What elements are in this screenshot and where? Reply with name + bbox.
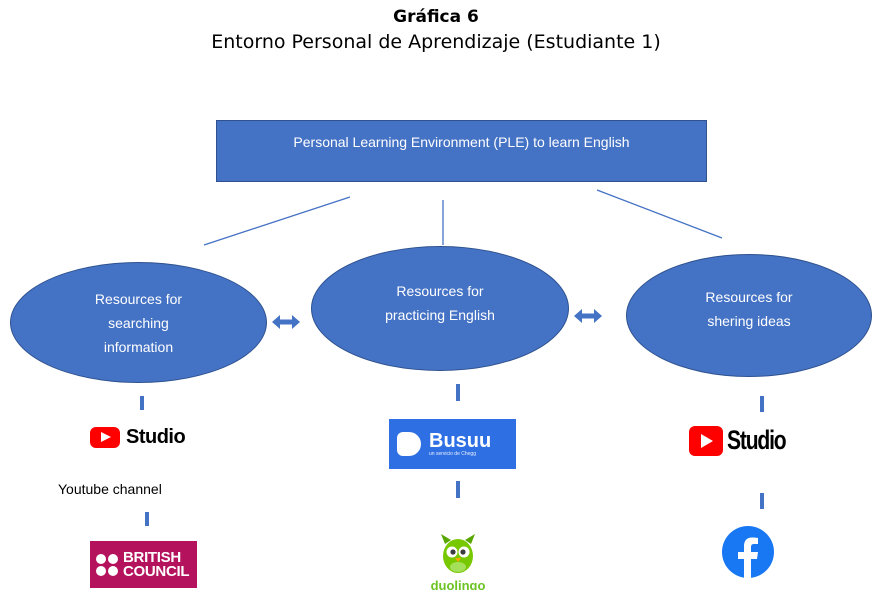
node-label-line: searching (108, 315, 169, 331)
node-searching-information: Resources for searching information (10, 262, 267, 383)
british-council-text: BRITISH (123, 548, 181, 566)
duolingo-owl-icon (441, 534, 475, 573)
figure-title: Entorno Personal de Aprendizaje (Estudia… (211, 31, 661, 53)
british-council-logo: BRITISH COUNCIL (90, 541, 197, 588)
double-arrow-right (574, 309, 602, 323)
node-label-line: Resources for (396, 283, 484, 299)
youtube-studio-logo: Studio (689, 425, 802, 456)
node-label-line: shering ideas (707, 313, 791, 329)
youtube-studio-logo: Studio (90, 426, 186, 449)
youtube-play-icon (90, 427, 120, 448)
facebook-icon (722, 526, 774, 579)
connector-tick (760, 493, 764, 509)
double-arrow-left (272, 315, 300, 329)
duolingo-logo: duolingo (423, 530, 493, 590)
connector-tick (145, 512, 149, 526)
connector-tick (140, 396, 144, 410)
british-council-text: COUNCIL (123, 562, 190, 580)
node-label-line: Resources for (94, 291, 183, 307)
british-council-dots-icon (96, 553, 118, 576)
connector-root-right (596, 189, 723, 239)
node-label-line: practicing English (385, 307, 495, 323)
youtube-studio-text: Studio (727, 425, 787, 455)
ple-root-node: Personal Learning Environment (PLE) to l… (216, 120, 707, 182)
node-practicing-english: Resources for practicing English (311, 246, 569, 371)
connector-root-left (203, 196, 351, 246)
youtube-play-icon (689, 425, 723, 456)
node-label-line: Resources for (705, 289, 793, 305)
busuu-name: Busuu (429, 429, 492, 452)
connector-tick (760, 396, 764, 412)
busuu-logo-icon (397, 432, 421, 456)
busuu-logo: Busuu un servicio de Chegg (389, 419, 516, 469)
youtube-channel-caption: Youtube channel (58, 481, 162, 497)
connector-tick (456, 384, 460, 401)
connector-tick (456, 481, 460, 498)
youtube-studio-text: Studio (126, 426, 186, 448)
duolingo-wordmark: duolingo (430, 578, 486, 590)
figure-label: Gráfica 6 (393, 7, 479, 27)
node-label-line: information (103, 339, 174, 355)
busuu-tagline: un servicio de Chegg (429, 450, 476, 457)
node-sharing-ideas: Resources for shering ideas (626, 254, 872, 377)
